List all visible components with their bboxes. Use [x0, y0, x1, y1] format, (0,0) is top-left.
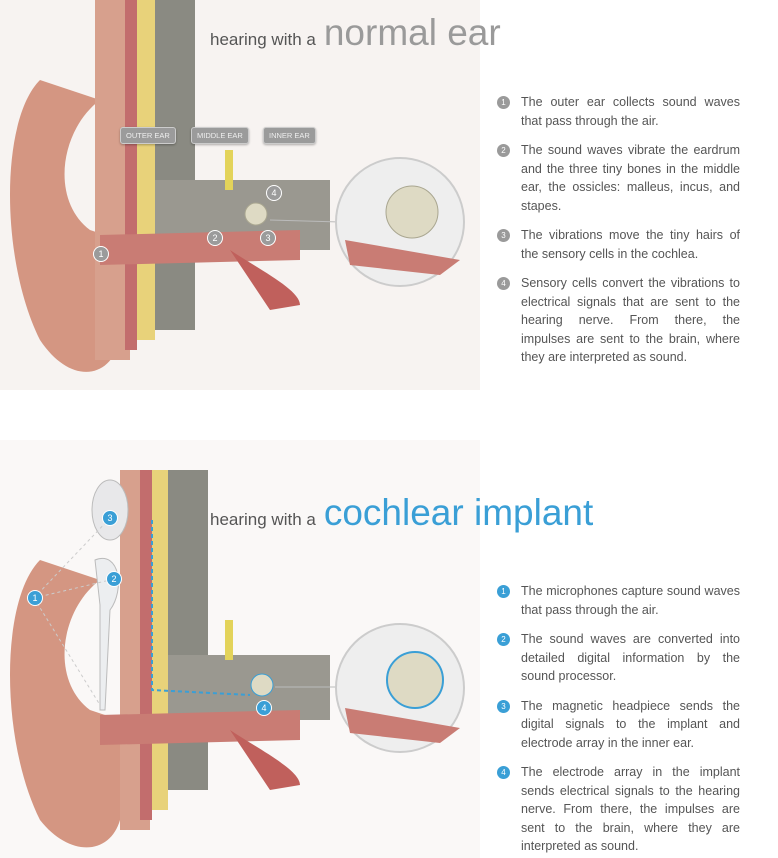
cochlear-implant-section: 1 2 3 4 hearing with a cochlear implant 1…: [0, 440, 778, 858]
step-number-icon: 4: [497, 766, 510, 779]
marker-1: 1: [93, 246, 109, 262]
normal-ear-illustration: [0, 0, 480, 390]
step-item: 2 The sound waves vibrate the eardrum and…: [497, 141, 740, 215]
normal-ear-steps: 1 The outer ear collects sound waves that…: [497, 93, 740, 378]
step-text: The sound waves vibrate the eardrum and …: [521, 143, 740, 213]
step-item: 4 Sensory cells convert the vibrations to…: [497, 274, 740, 367]
step-item: 3 The magnetic headpiece sends the digita…: [497, 697, 740, 753]
normal-ear-section: OUTER EAR MIDDLE EAR INNER EAR 1 2 3 4 h…: [0, 0, 778, 400]
step-number-icon: 1: [497, 96, 510, 109]
step-item: 1 The outer ear collects sound waves that…: [497, 93, 740, 130]
title-main: normal ear: [323, 12, 501, 53]
step-number-icon: 3: [497, 229, 510, 242]
step-text: Sensory cells convert the vibrations to …: [521, 276, 740, 364]
step-number-icon: 4: [497, 277, 510, 290]
marker-4: 4: [256, 700, 272, 716]
title-prefix: hearing with a: [210, 510, 316, 529]
marker-3: 3: [260, 230, 276, 246]
step-item: 2 The sound waves are converted into deta…: [497, 630, 740, 686]
marker-1: 1: [27, 590, 43, 606]
title-main: cochlear implant: [323, 492, 594, 533]
step-item: 4 The electrode array in the implant send…: [497, 763, 740, 856]
normal-ear-title: hearing with a normal ear: [210, 12, 501, 54]
step-text: The microphones capture sound waves that…: [521, 584, 740, 617]
step-text: The outer ear collects sound waves that …: [521, 95, 740, 128]
step-text: The vibrations move the tiny hairs of th…: [521, 228, 740, 261]
marker-3: 3: [102, 510, 118, 526]
title-prefix: hearing with a: [210, 30, 316, 49]
outer-ear-label: OUTER EAR: [120, 127, 176, 144]
step-number-icon: 2: [497, 144, 510, 157]
step-number-icon: 2: [497, 633, 510, 646]
cochlear-implant-steps: 1 The microphones capture sound waves tha…: [497, 582, 740, 858]
step-text: The magnetic headpiece sends the digital…: [521, 698, 740, 750]
marker-2: 2: [106, 571, 122, 587]
step-item: 1 The microphones capture sound waves tha…: [497, 582, 740, 619]
step-text: The electrode array in the implant sends…: [521, 765, 740, 853]
step-text: The sound waves are converted into detai…: [521, 632, 740, 683]
step-number-icon: 3: [497, 699, 510, 713]
marker-2: 2: [207, 230, 223, 246]
marker-4: 4: [266, 185, 282, 201]
step-number-icon: 1: [497, 585, 510, 598]
middle-ear-label: MIDDLE EAR: [191, 127, 249, 144]
step-item: 3 The vibrations move the tiny hairs of t…: [497, 226, 740, 263]
cochlear-implant-illustration: [0, 440, 480, 858]
inner-ear-label: INNER EAR: [263, 127, 316, 144]
cochlear-implant-title: hearing with a cochlear implant: [210, 492, 593, 534]
